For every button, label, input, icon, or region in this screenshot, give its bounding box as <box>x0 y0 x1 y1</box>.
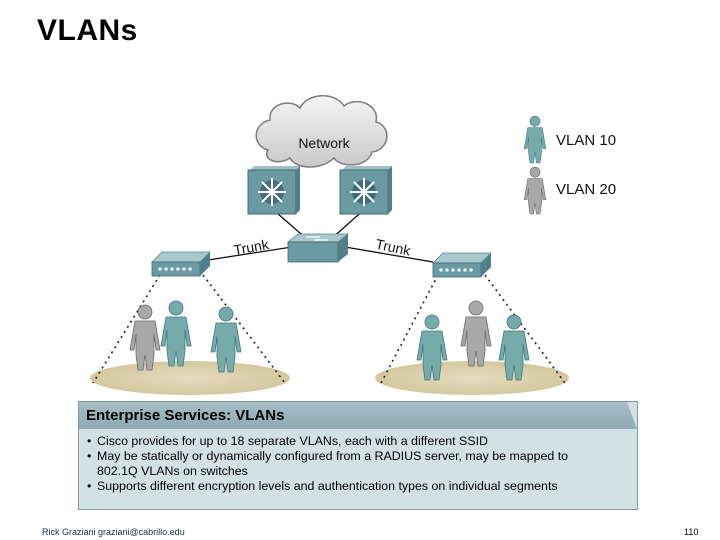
slide-title: VLANs <box>37 14 138 47</box>
access-point-right <box>432 252 492 278</box>
enterprise-services-panel: Enterprise Services: VLANs Cisco provide… <box>78 401 638 510</box>
user-vlan20 <box>129 304 161 371</box>
bullet-text: Supports different encryption levels and… <box>97 479 558 493</box>
right-coverage-lines <box>380 274 566 384</box>
legend: VLAN 10 VLAN 20 <box>523 115 616 215</box>
panel-title: Enterprise Services: VLANs <box>79 402 637 429</box>
page-number: 110 <box>684 527 699 537</box>
legend-vlan10-icon <box>523 115 547 164</box>
bullet-text: May be statically or dynamically configu… <box>97 449 569 463</box>
panel-body: Cisco provides for up to 18 separate VLA… <box>79 429 637 494</box>
network-diagram: Network <box>90 95 616 395</box>
trunk-label-left: Trunk <box>232 236 270 258</box>
network-cloud: Network <box>255 95 388 168</box>
legend-vlan20-icon <box>523 166 547 215</box>
legend-vlan10-label: VLAN 10 <box>556 132 616 149</box>
bullet-item: May be statically or dynamically configu… <box>87 449 629 479</box>
network-label: Network <box>298 135 350 151</box>
bullet-text: Cisco provides for up to 18 separate VLA… <box>97 434 488 448</box>
left-ground-area <box>90 361 290 395</box>
legend-vlan20-label: VLAN 20 <box>556 181 616 198</box>
user-vlan20 <box>460 300 492 367</box>
bullet-item: Cisco provides for up to 18 separate VLA… <box>87 434 629 449</box>
core-switch-right <box>339 166 392 215</box>
trunk-label-right: Trunk <box>374 236 413 259</box>
access-point-left <box>151 251 211 277</box>
distribution-switch <box>286 233 350 263</box>
core-switch-left <box>247 166 300 215</box>
bullet-continuation: 802.1Q VLANs on switches <box>97 464 248 478</box>
left-coverage-lines <box>92 274 286 384</box>
footer-author: Rick Graziani graziani@cabrillo.edu <box>42 527 185 537</box>
bullet-item: Supports different encryption levels and… <box>87 479 629 494</box>
user-vlan10 <box>160 300 192 367</box>
